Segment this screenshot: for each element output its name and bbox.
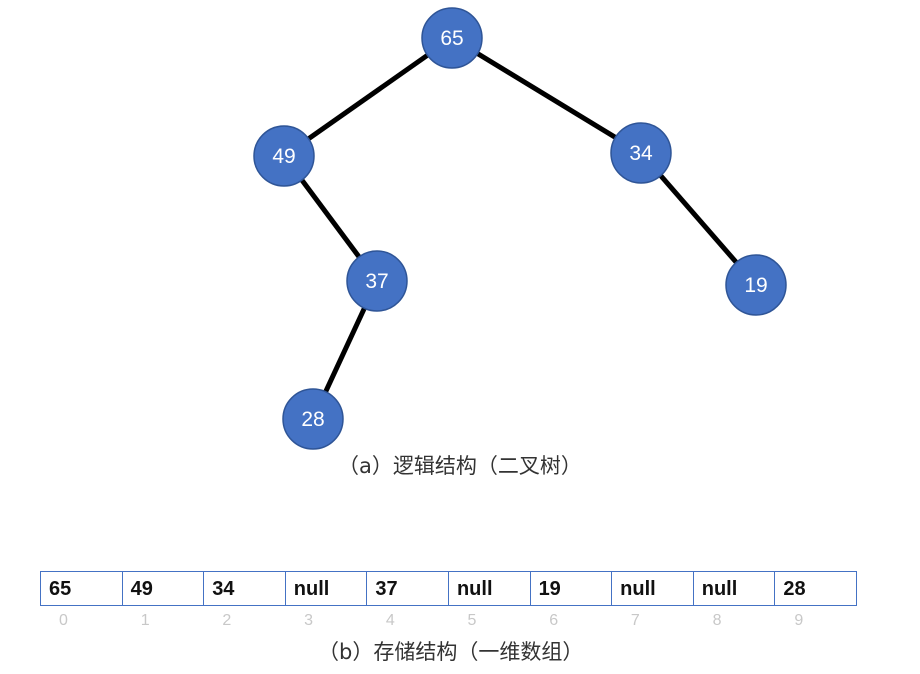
- tree-node-37: 37: [346, 250, 408, 312]
- tree-node-label: 28: [301, 408, 324, 431]
- tree-node-circle: [253, 125, 315, 187]
- array-cell-1: 49: [123, 572, 205, 605]
- binary-tree-diagram: 65 49 34 37 19 28: [253, 7, 787, 450]
- tree-node-28: 28: [282, 388, 344, 450]
- array-index-6: 6: [549, 612, 559, 629]
- array-cell-6: 19: [531, 572, 613, 605]
- array-index-3: 3: [304, 612, 314, 629]
- array-index-8: 8: [712, 612, 722, 629]
- array-cell-3: null: [286, 572, 368, 605]
- tree-node-circle: [346, 250, 408, 312]
- array-index-2: 2: [222, 612, 232, 629]
- tree-node-circle: [282, 388, 344, 450]
- tree-node-label: 19: [744, 274, 767, 297]
- array-cell-0: 65: [41, 572, 123, 605]
- array-cell-4: 37: [367, 572, 449, 605]
- tree-node-49: 49: [253, 125, 315, 187]
- caption-logical-structure: （a）逻辑结构（二叉树）: [338, 454, 582, 478]
- array-index-1: 1: [140, 612, 150, 629]
- tree-node-circle: [725, 254, 787, 316]
- tree-edge-n65-n49: [282, 35, 454, 159]
- array-index-0: 0: [59, 612, 68, 629]
- array-index-9: 9: [794, 612, 804, 629]
- array-cell-2: 34: [204, 572, 286, 605]
- tree-node-label: 34: [629, 142, 653, 165]
- tree-node-65: 65: [421, 7, 483, 69]
- array-cell-5: null: [449, 572, 531, 605]
- array-cell-9: 28: [783, 578, 806, 600]
- tree-node-34: 34: [610, 122, 672, 184]
- tree-node-19: 19: [725, 254, 787, 316]
- array-index-7: 7: [630, 612, 640, 629]
- caption-storage-structure: （b）存储结构（一维数组）: [318, 640, 584, 664]
- tree-node-label: 65: [440, 27, 463, 50]
- tree-node-circle: [610, 122, 672, 184]
- tree-node-label: 37: [365, 270, 388, 293]
- array-index-4: 4: [385, 612, 395, 629]
- tree-edges: [281, 35, 758, 421]
- storage-array: 65 49 34 null 37 null 19 null null 28: [40, 571, 857, 606]
- tree-node-label: 49: [272, 145, 295, 168]
- tree-edge-n65-n34: [450, 35, 643, 156]
- tree-nodes: 65 49 34 37 19 28: [253, 7, 787, 450]
- array-cell-7: null: [612, 572, 694, 605]
- array-index-5: 5: [467, 612, 477, 629]
- array-cell-8: null: [694, 572, 776, 605]
- array-indices: 0 1 2 3 4 5 6 7 8 9: [40, 612, 857, 630]
- tree-node-circle: [421, 7, 483, 69]
